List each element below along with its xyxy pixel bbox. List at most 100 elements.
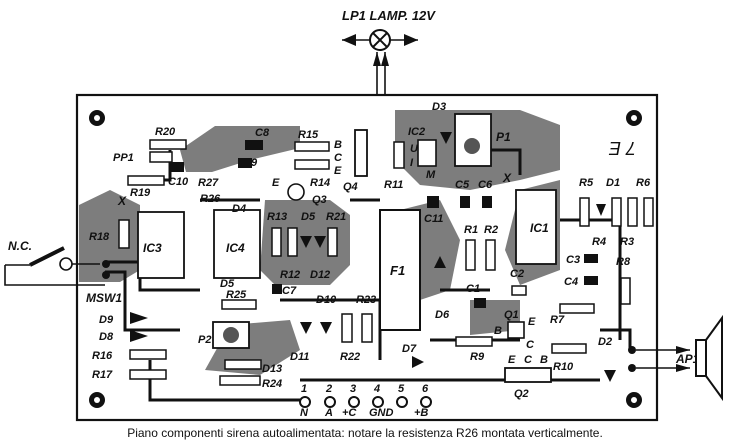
svg-text:D7: D7 [402,343,417,355]
d12-label: D12 [310,269,330,281]
svg-text:R11: R11 [384,179,403,191]
c3-label: C3 [566,254,580,266]
c5 [460,196,470,208]
d10-label: D10 [316,294,337,306]
svg-text:Q3: Q3 [312,194,327,206]
q3: Q3 [287,183,327,206]
ic4: IC4 [213,209,261,279]
r5-label: R5 [579,177,594,189]
d1-label: D1 [606,177,620,189]
c11: C11 [424,196,443,225]
d11-label: D11 [290,351,309,363]
r2 [485,239,496,271]
c5-label: C5 [455,179,470,191]
svg-text:5: 5 [398,383,405,395]
r3-label: R3 [620,236,634,248]
svg-text:C: C [524,354,533,366]
r4 [627,197,638,227]
r12-label: R12 [280,269,300,281]
r22 [341,313,353,343]
svg-text:GND: GND [369,407,394,419]
c2 [511,285,527,296]
r22-label: R22 [340,351,360,363]
switch-msw1: N.C. MSW1 [4,239,122,305]
c6-label: C6 [478,179,493,191]
r10: R10 [551,343,587,373]
svg-text:Q4: Q4 [343,181,358,193]
r24: R24 [219,375,282,390]
c6 [482,196,492,208]
x-right-label: X [502,171,512,185]
svg-text:IC2: IC2 [408,126,425,138]
d2: D2 [598,336,616,382]
r6-label: R6 [636,177,651,189]
r7: R7 [550,303,595,326]
q3-e-label: E [272,177,280,189]
ic2: IC2 U I M [408,126,437,181]
svg-text:C11: C11 [424,213,443,225]
d5-label: D5 [301,211,316,223]
svg-text:IC1: IC1 [530,221,549,235]
svg-text:PP1: PP1 [113,152,134,164]
q1: Q1 E B C [494,309,536,351]
board-mark: 7 E [608,138,636,158]
svg-text:1: 1 [301,383,307,395]
c3 [584,254,598,263]
r19: R19 [127,175,165,199]
svg-text:N: N [300,407,309,419]
x-left-label: X [117,194,127,208]
d6 [434,256,446,268]
svg-text:M: M [426,169,436,181]
r1 [465,239,476,271]
r18: R18 [89,219,130,249]
svg-text:6: 6 [422,383,429,395]
svg-text:Q1: Q1 [504,309,519,321]
svg-text:B: B [494,325,502,337]
d12 [314,236,326,248]
svg-text:R25: R25 [226,289,247,301]
r23-label: R23 [356,294,376,306]
d1 [596,204,606,216]
q4: Q4 [343,129,368,193]
f1: F1 [379,209,421,331]
d5 [300,236,312,248]
svg-text:R17: R17 [92,369,113,381]
c8-label: C8 [255,127,270,139]
svg-text:3: 3 [350,383,356,395]
r5 [579,197,590,227]
svg-text:D3: D3 [432,101,446,113]
r21 [327,227,338,257]
r25: R25 [221,289,257,310]
r4-label: R4 [592,236,606,248]
svg-text:U: U [410,143,419,155]
c2-label: C2 [510,268,524,280]
svg-text:R19: R19 [130,187,151,199]
d11 [300,322,312,334]
d3: D3 [432,101,452,144]
svg-text:R8: R8 [616,256,631,268]
r13 [271,227,282,257]
svg-text:R7: R7 [550,314,565,326]
d7: D7 [402,343,424,368]
r23 [361,313,373,343]
r15: R15 [294,129,330,152]
p1: P1 [454,113,511,167]
d13: D13 [224,359,282,375]
d10 [320,322,332,334]
svg-text:IC3: IC3 [143,241,162,255]
svg-text:+C: +C [342,407,357,419]
p2: P2 [198,321,250,349]
r21-label: R21 [326,211,346,223]
svg-text:E: E [508,354,516,366]
r20: R20 [149,126,187,150]
c1 [474,298,486,308]
svg-text:C: C [526,339,535,351]
svg-text:I: I [410,157,414,169]
d5-2-label: D5 [220,278,235,290]
svg-text:AP1: AP1 [675,352,700,366]
svg-text:R20: R20 [155,126,176,138]
svg-text:2: 2 [325,383,332,395]
c9 [238,158,252,168]
c10: C10 [168,162,189,188]
r13-label: R13 [267,211,287,223]
